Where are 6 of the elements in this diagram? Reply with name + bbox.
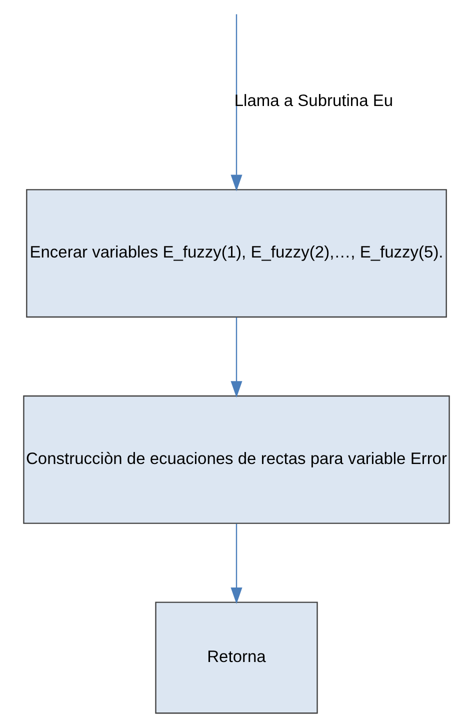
node-box: Encerar variables E_fuzzy(1), E_fuzzy(2),…, E_fuzzy(5). (26, 189, 447, 318)
node-box: Retorna (155, 602, 318, 714)
arrow (230, 524, 242, 604)
arrow (230, 14, 242, 192)
arrow (230, 317, 242, 398)
node-box: Construcciòn de ecuaciones de rectas para variable Error (23, 395, 450, 524)
